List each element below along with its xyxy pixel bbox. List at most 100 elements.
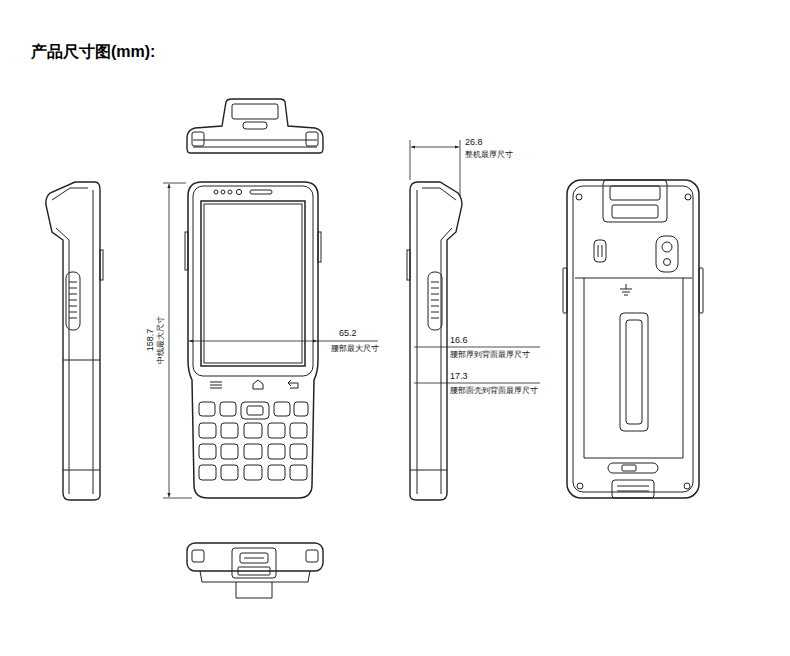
top-view-part (243, 122, 267, 129)
keypad-keys-part (268, 444, 285, 459)
back-view-part (685, 194, 691, 200)
dimension-lines-part (189, 341, 317, 342)
keypad-keys-part (244, 465, 262, 480)
dimension-lines-part (410, 140, 411, 180)
front-view-part (220, 402, 236, 416)
dimension-note: 整机最厚尺寸 (464, 150, 514, 160)
left-side-view-part (63, 470, 100, 471)
back-view-part (575, 278, 692, 279)
front-view-part (274, 402, 290, 416)
front-view-part (188, 182, 318, 498)
left-side-view (46, 182, 103, 500)
right-side-view-part (407, 250, 410, 280)
dimension-lines-part (169, 184, 170, 497)
top-view-part (192, 132, 204, 146)
keypad-keys (199, 423, 307, 480)
keypad-keys-part (199, 423, 216, 438)
front-view-part (236, 189, 241, 194)
front-view-part (204, 204, 302, 363)
left-side-view-part (100, 250, 103, 280)
right-side-view-part (428, 272, 442, 330)
page-title: 产品尺寸图(mm): (30, 42, 156, 62)
back-view-part (608, 463, 658, 473)
dimension-lines-part (317, 341, 378, 342)
right-side-view-part (422, 188, 456, 200)
device-drawing-part (46, 99, 703, 598)
front-view-part (193, 186, 313, 376)
front-view-part (288, 380, 298, 388)
keypad-keys-part (244, 423, 262, 438)
back-view-part (626, 320, 642, 424)
right-side-view-part (410, 470, 447, 471)
back-view-part (594, 240, 606, 262)
back-view-part (664, 259, 671, 266)
front-view-part (221, 190, 225, 194)
back-view-part (610, 186, 660, 200)
dimension-note: 腰部面壳到背面最厚尺寸 (449, 386, 539, 396)
back-view-part (577, 483, 583, 489)
left-side-view-part (56, 228, 69, 240)
left-side-view-part (66, 272, 80, 330)
dimension-value: 158.7 (145, 328, 155, 353)
back-view-part (612, 480, 654, 498)
dimension-lines-part (414, 347, 540, 348)
keypad-keys-part (221, 465, 238, 480)
keypad-keys-part (221, 423, 238, 438)
dimension-lines-part (163, 183, 186, 184)
keypad-keys-part (244, 444, 262, 459)
dimension-lines-part (460, 140, 461, 196)
bottom-view-part (200, 571, 310, 582)
keypad-keys-part (199, 444, 216, 459)
back-view-part (656, 236, 678, 272)
front-view-part (210, 382, 222, 388)
top-view-part (232, 104, 278, 119)
left-side-view-part (93, 190, 94, 494)
bottom-view-part (240, 553, 268, 563)
top-view-part (306, 132, 318, 146)
bottom-view-part (244, 558, 264, 559)
dimension-lines-part (411, 147, 459, 148)
front-view-part (185, 232, 188, 270)
front-view (185, 182, 321, 498)
right-side-view-part (441, 240, 442, 494)
front-view-part (228, 190, 232, 194)
left-side-view-part (63, 360, 100, 361)
left-side-view-part (69, 282, 77, 318)
right-side-view-part (441, 228, 452, 240)
dimension-note: 腰部最大尺寸 (330, 344, 380, 354)
back-view-part (684, 483, 690, 489)
top-view (187, 99, 323, 153)
keypad-keys-part (199, 465, 216, 480)
front-view-part (247, 406, 263, 415)
dimension-lines-part (414, 383, 540, 384)
back-view-part (683, 278, 684, 458)
keypad-keys-part (268, 423, 285, 438)
back-view-part (620, 313, 648, 431)
back-view-part (617, 486, 649, 491)
dimension-value: 16.6 (449, 335, 469, 345)
back-view-part (584, 458, 683, 459)
back-view-part (662, 242, 672, 252)
bottom-view-part (232, 548, 276, 578)
keypad-keys-part (221, 444, 238, 459)
left-side-view-part (52, 188, 88, 200)
dimension-value: 65.2 (338, 328, 358, 338)
front-view-part (253, 380, 263, 389)
dimension-value: 26.8 (464, 137, 484, 147)
bottom-view (187, 543, 323, 598)
left-side-view-part (46, 182, 100, 500)
front-view-part (241, 402, 269, 419)
top-view-part (187, 99, 323, 153)
front-view-part (318, 232, 321, 262)
back-view-part (563, 268, 567, 313)
top-view-part (193, 140, 317, 141)
front-view-part (294, 402, 308, 416)
right-side-view-part (417, 190, 418, 494)
back-view-part (576, 194, 582, 200)
bottom-view-part (192, 550, 204, 562)
back-view-part (573, 186, 693, 492)
front-view-part (250, 190, 272, 194)
back-view-part (622, 465, 636, 471)
